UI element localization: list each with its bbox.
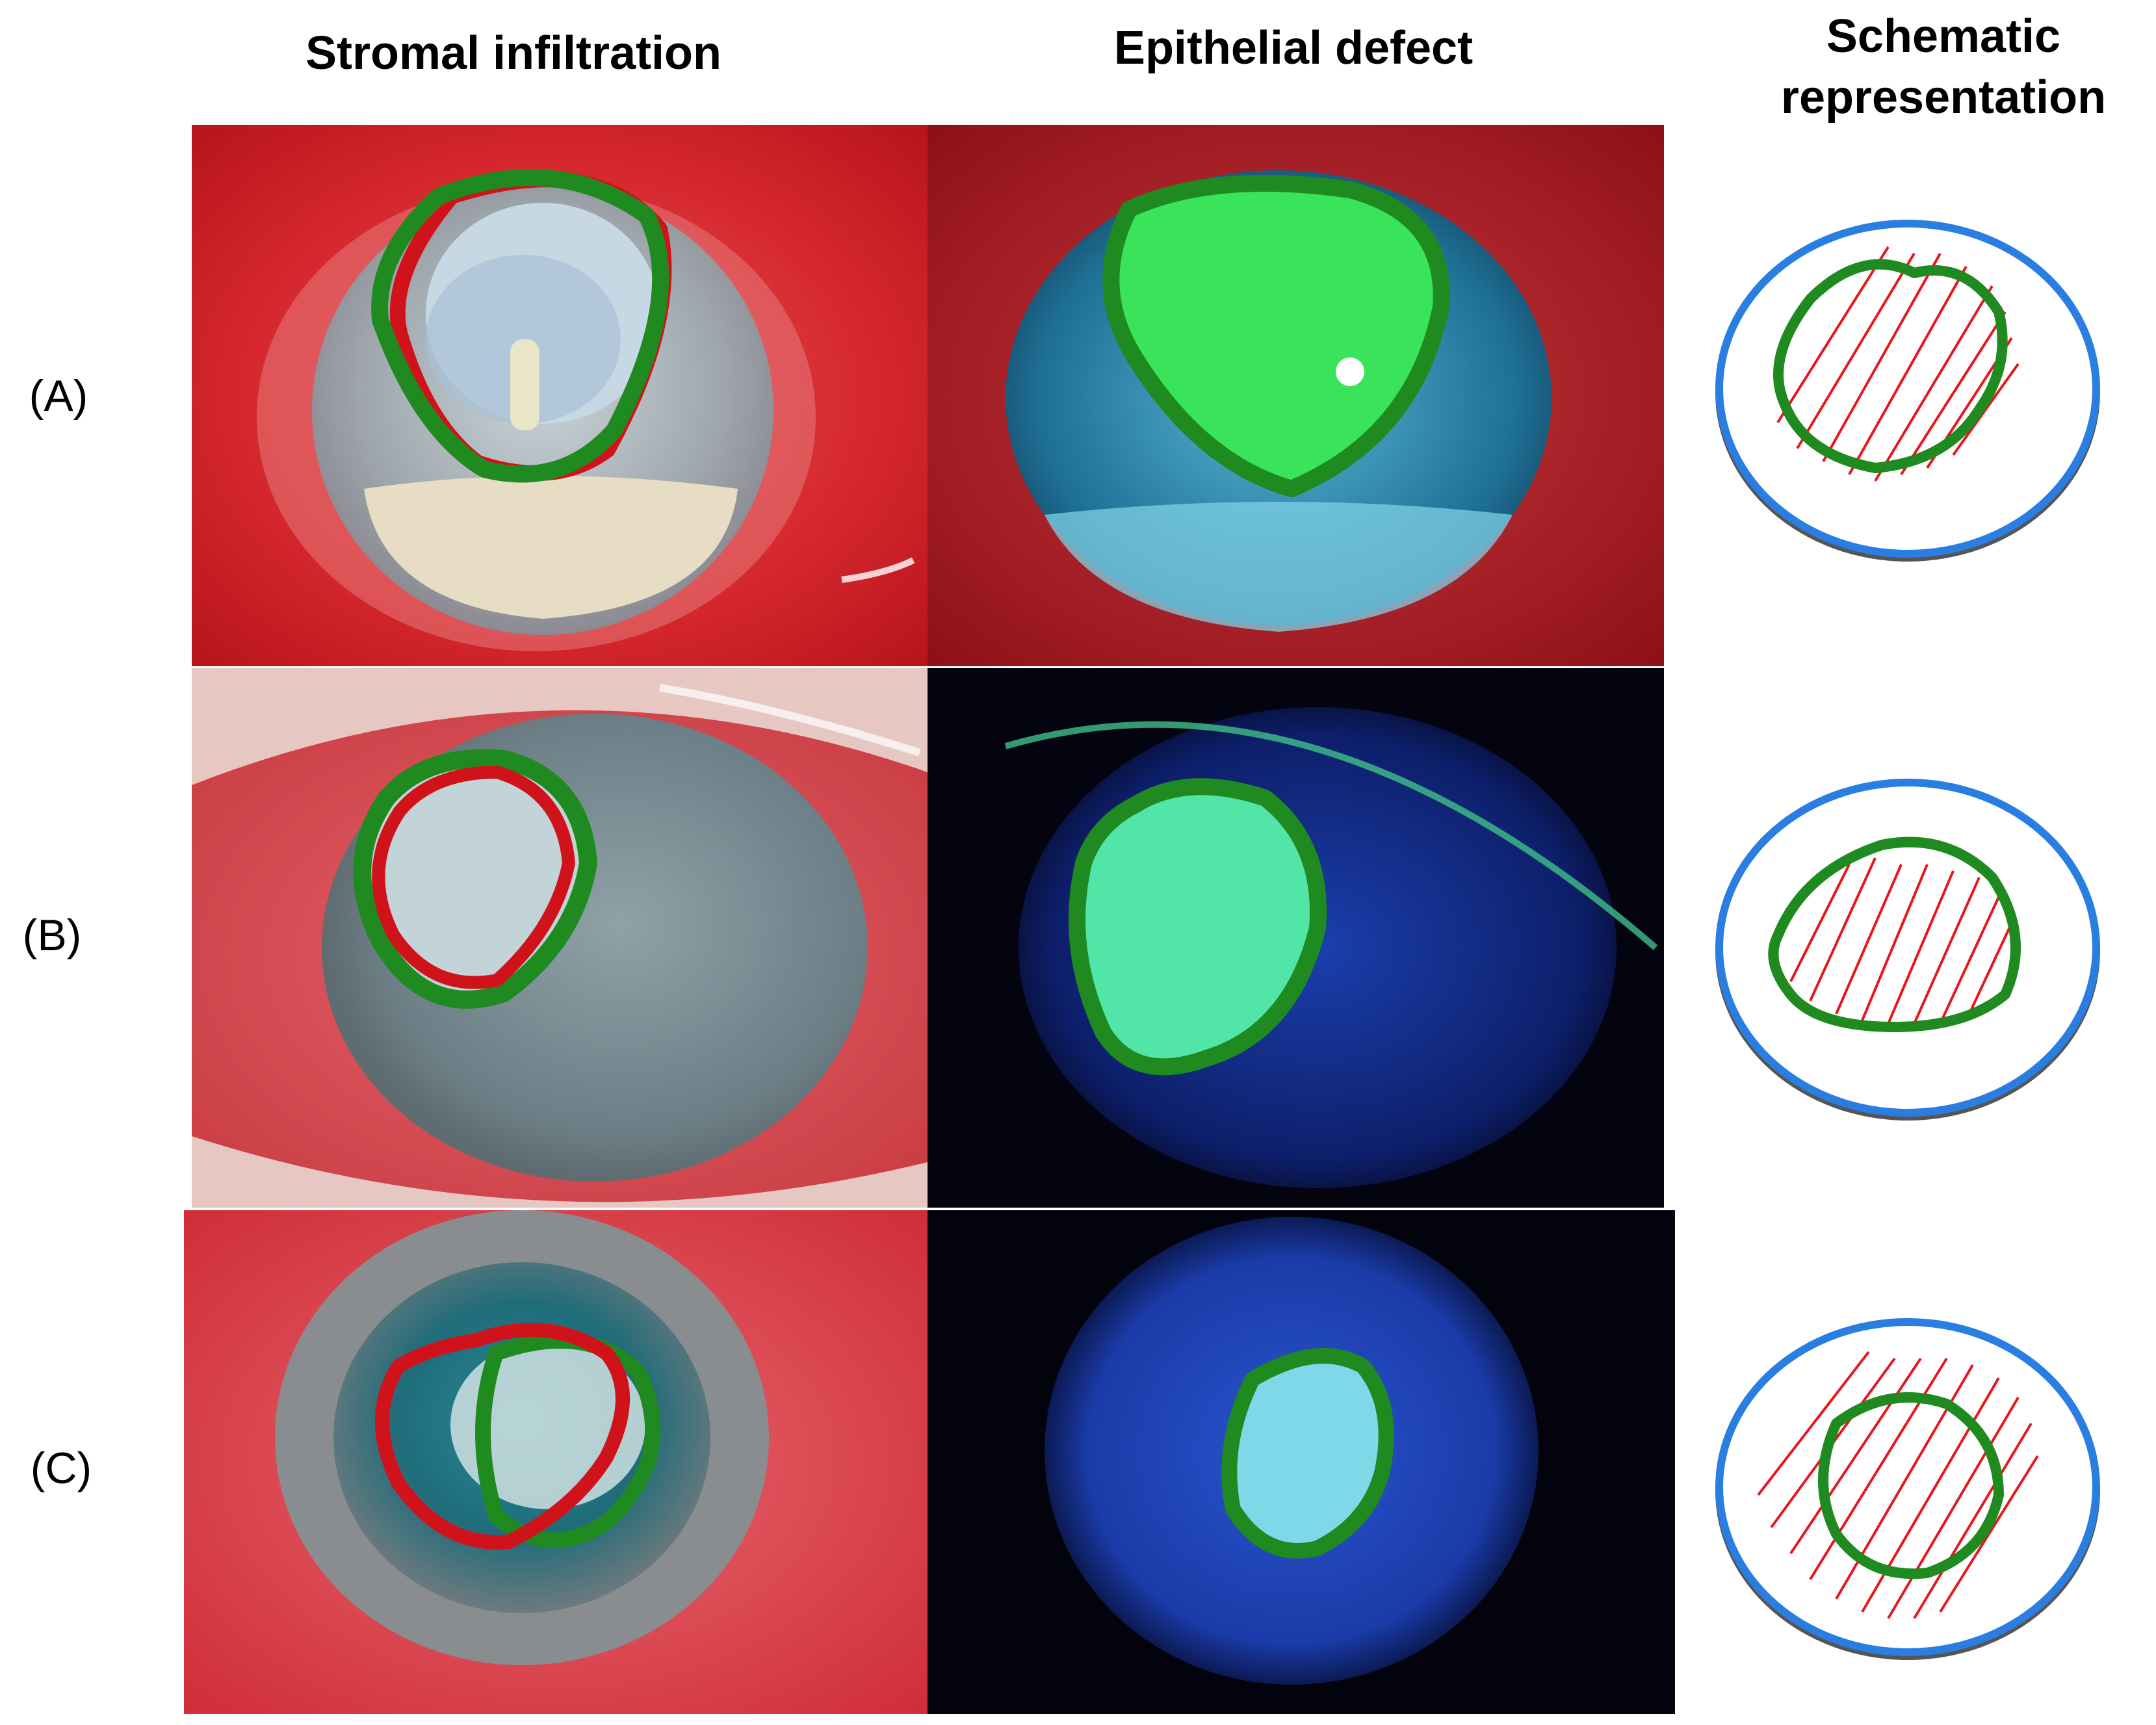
row-label-b: (B): [22, 911, 82, 960]
column-header-stromal-infiltration: Stromal infiltration: [305, 27, 722, 79]
column-header-schematic-line1: Schematic: [1826, 10, 2061, 62]
photo-c-stromal-infiltration: [184, 1210, 928, 1714]
row-label-c: (C): [30, 1444, 92, 1493]
photo-b-stromal-infiltration: [192, 668, 928, 1208]
photo-c-epithelial-defect: [928, 1210, 1675, 1714]
row-label-a: (A): [29, 371, 88, 421]
photo-a-epithelial-defect: [928, 125, 1664, 666]
column-header-schematic-line2: representation: [1780, 71, 2107, 123]
schematic-b: [1706, 767, 2109, 1131]
schematic-a: [1706, 208, 2109, 572]
photo-b-epithelial-defect: [928, 668, 1664, 1208]
schematic-c: [1706, 1306, 2109, 1670]
photo-a-stromal-infiltration: [192, 125, 928, 666]
column-header-epithelial-defect: Epithelial defect: [1113, 22, 1474, 74]
